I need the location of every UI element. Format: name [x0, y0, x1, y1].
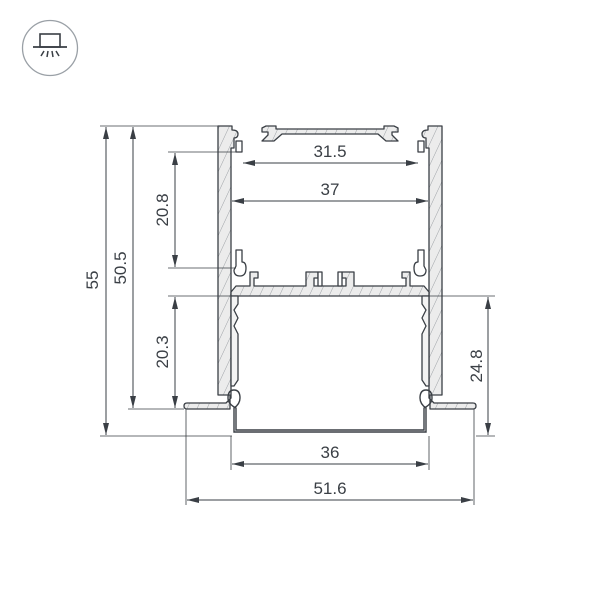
center-slot-left: [317, 271, 323, 287]
left-mid-clip: [233, 249, 247, 277]
dim-total-height: 55: [83, 271, 102, 290]
dim-top-opening: 31.5: [313, 142, 346, 161]
left-wall: [183, 125, 239, 410]
diffuser: [227, 389, 433, 433]
right-lower-rail: [421, 295, 430, 387]
left-lower-rail: [230, 295, 239, 387]
right-mid-clip: [413, 249, 427, 277]
center-slot-right: [337, 271, 343, 287]
left-top-hook: [235, 140, 243, 153]
dim-flange-width: 51.6: [313, 479, 346, 498]
dim-lower-chamber: 20.3: [153, 335, 172, 368]
mounting-type-icon: [20, 18, 80, 78]
extension-lines: [100, 125, 495, 505]
dim-body-height: 50.5: [111, 251, 130, 284]
dim-upper-chamber: 20.8: [153, 193, 172, 226]
dim-inner-width: 37: [321, 180, 340, 199]
dimension-lines: [103, 127, 491, 503]
dim-diffuser-height: 24.8: [467, 349, 486, 382]
surface-mounted-light-icon: [21, 19, 79, 77]
middle-plate: [230, 271, 430, 297]
profile-body: [183, 125, 477, 410]
right-top-hook: [417, 140, 425, 153]
top-bridge: [261, 125, 399, 142]
dim-diffuser-width: 36: [321, 443, 340, 462]
